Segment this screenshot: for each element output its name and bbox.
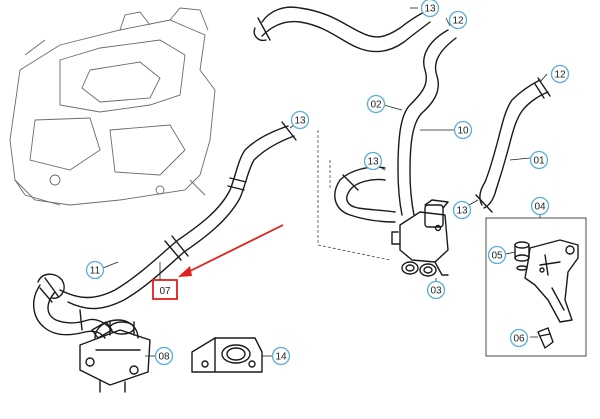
callout-02: 02 xyxy=(366,94,386,114)
callout-13-center: 13 xyxy=(363,151,383,171)
svg-text:03: 03 xyxy=(430,286,442,297)
hose-01 xyxy=(475,77,551,213)
callout-14: 14 xyxy=(271,346,291,366)
bracket-04 xyxy=(524,239,579,323)
svg-text:04: 04 xyxy=(534,202,546,213)
leader-lines xyxy=(102,7,548,357)
svg-text:12: 12 xyxy=(452,16,464,27)
callout-12-top: 12 xyxy=(448,10,468,30)
callout-06: 06 xyxy=(509,328,529,348)
bracket-14 xyxy=(191,337,263,373)
svg-text:14: 14 xyxy=(275,352,287,363)
svg-text:12: 12 xyxy=(554,70,566,81)
callout-03: 03 xyxy=(426,280,446,300)
callout-08: 08 xyxy=(154,346,174,366)
svg-text:01: 01 xyxy=(533,156,545,167)
svg-text:08: 08 xyxy=(158,352,170,363)
grommet-05 xyxy=(514,241,530,271)
svg-text:13: 13 xyxy=(424,4,436,15)
svg-text:02: 02 xyxy=(370,100,382,111)
callout-05: 05 xyxy=(487,245,507,265)
callout-04: 04 xyxy=(530,196,550,216)
red-arrow-icon xyxy=(183,224,284,275)
clip-06 xyxy=(537,327,554,349)
valve-03 xyxy=(391,199,449,277)
callout-13-right: 13 xyxy=(452,200,472,220)
callout-10: 10 xyxy=(453,120,473,140)
callout-07-label: 07 xyxy=(159,286,171,297)
callout-01: 01 xyxy=(529,150,549,170)
svg-text:11: 11 xyxy=(90,266,101,277)
dashed-reference-lines xyxy=(317,130,391,261)
svg-text:13: 13 xyxy=(456,206,468,217)
water-pump-08 xyxy=(79,319,151,393)
svg-text:10: 10 xyxy=(457,126,469,137)
top-hose xyxy=(253,6,431,53)
svg-text:06: 06 xyxy=(513,334,525,345)
callout-13-left: 13 xyxy=(290,110,310,130)
highlight-07: 07 xyxy=(152,224,284,300)
hose-11-main xyxy=(59,121,297,310)
callout-11: 11 xyxy=(85,260,105,280)
engine-block-outline xyxy=(9,7,216,206)
hose-02 xyxy=(397,29,457,216)
callout-12-right: 12 xyxy=(550,64,570,84)
parts-box xyxy=(485,212,587,357)
svg-text:05: 05 xyxy=(491,251,503,262)
svg-text:13: 13 xyxy=(294,116,306,127)
hose-13-center xyxy=(334,166,396,223)
callout-13-top: 13 xyxy=(420,0,440,18)
svg-text:13: 13 xyxy=(367,157,379,168)
